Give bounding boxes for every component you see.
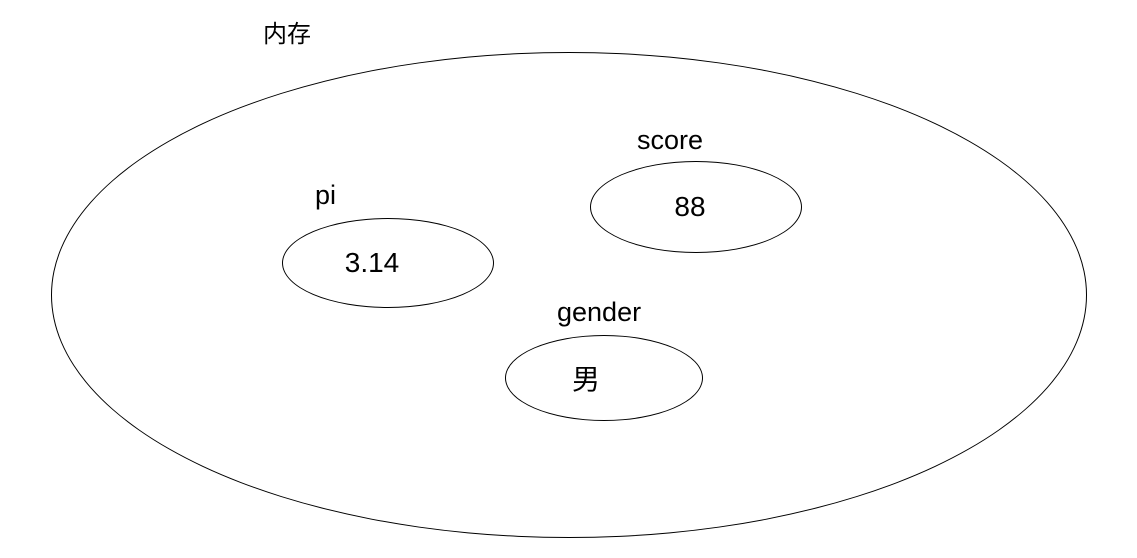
variable-value-score: 88 bbox=[674, 191, 706, 222]
variable-ellipse-gender: 男 bbox=[505, 335, 703, 421]
variable-label-score: score bbox=[637, 125, 704, 155]
memory-label: 内存 bbox=[263, 21, 311, 48]
variable-label-pi: pi bbox=[315, 180, 337, 210]
variable-value-pi: 3.14 bbox=[344, 247, 400, 278]
memory-ellipse bbox=[51, 52, 1087, 538]
variable-ellipse-score: 88 bbox=[590, 161, 802, 253]
variable-label-gender: gender bbox=[557, 297, 642, 327]
variable-value-gender: 男 bbox=[571, 364, 600, 395]
variable-ellipse-pi: 3.14 bbox=[282, 218, 494, 308]
